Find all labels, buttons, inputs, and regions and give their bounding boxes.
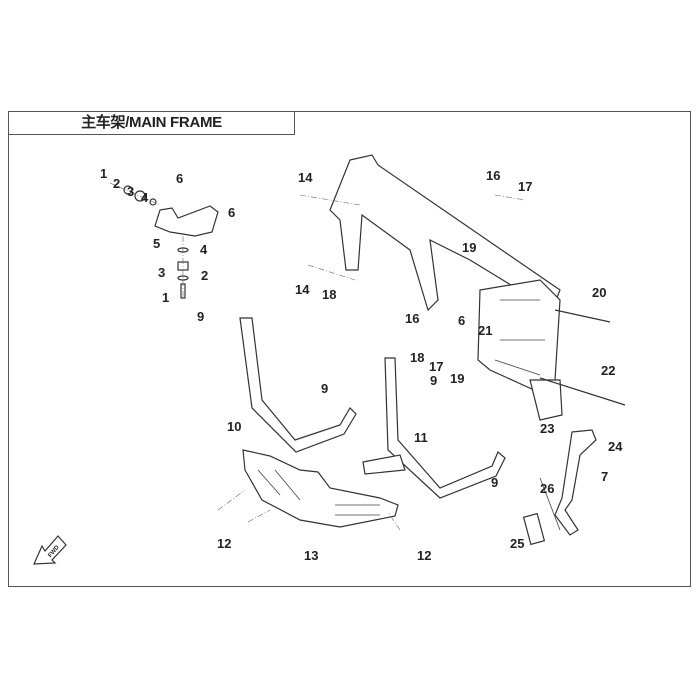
callout-23: 23 bbox=[540, 421, 554, 436]
callout-6: 6 bbox=[176, 171, 183, 186]
callout-2: 2 bbox=[113, 176, 120, 191]
callout-25: 25 bbox=[510, 536, 524, 551]
callout-9: 9 bbox=[321, 381, 328, 396]
front-guard-tube bbox=[239, 317, 357, 453]
callout-22: 22 bbox=[601, 363, 615, 378]
callout-18: 18 bbox=[322, 287, 336, 302]
callout-11: 11 bbox=[414, 430, 428, 445]
callout-1: 1 bbox=[100, 166, 107, 181]
callout-9: 9 bbox=[430, 373, 437, 388]
callout-1: 1 bbox=[162, 290, 169, 305]
callout-14: 14 bbox=[295, 282, 310, 297]
callout-13: 13 bbox=[304, 548, 318, 563]
callout-14: 14 bbox=[298, 170, 313, 185]
callout-19: 19 bbox=[450, 371, 464, 386]
callout-4: 4 bbox=[200, 242, 208, 257]
callout-9: 9 bbox=[491, 475, 498, 490]
callout-17: 17 bbox=[429, 359, 443, 374]
callout-12: 12 bbox=[417, 548, 431, 563]
side-stand bbox=[522, 429, 597, 546]
rear-guard-tube bbox=[362, 357, 506, 499]
callout-4: 4 bbox=[141, 190, 149, 205]
main-frame bbox=[299, 154, 626, 421]
fwd-direction-arrow: FWD bbox=[33, 535, 67, 565]
callout-9: 9 bbox=[197, 309, 204, 324]
callout-3: 3 bbox=[127, 184, 134, 199]
callout-2: 2 bbox=[201, 268, 208, 283]
callout-21: 21 bbox=[478, 323, 492, 338]
callout-26: 26 bbox=[540, 481, 554, 496]
callout-6: 6 bbox=[458, 313, 465, 328]
callout-19: 19 bbox=[462, 240, 476, 255]
diagram-title: 主车架/MAIN FRAME bbox=[8, 111, 295, 135]
skid-plate bbox=[217, 449, 401, 531]
callout-10: 10 bbox=[227, 419, 241, 434]
callout-16: 16 bbox=[486, 168, 500, 183]
callout-12: 12 bbox=[217, 536, 231, 551]
callout-20: 20 bbox=[592, 285, 606, 300]
diagram-frame bbox=[8, 111, 691, 587]
callout-6: 6 bbox=[228, 205, 235, 220]
callout-3: 3 bbox=[158, 265, 165, 280]
callout-16: 16 bbox=[405, 311, 419, 326]
engine-mount-bracket bbox=[109, 182, 219, 299]
callout-18: 18 bbox=[410, 350, 424, 365]
callout-17: 17 bbox=[518, 179, 532, 194]
callout-24: 24 bbox=[608, 439, 623, 454]
callout-7: 7 bbox=[601, 469, 608, 484]
callout-5: 5 bbox=[153, 236, 160, 251]
